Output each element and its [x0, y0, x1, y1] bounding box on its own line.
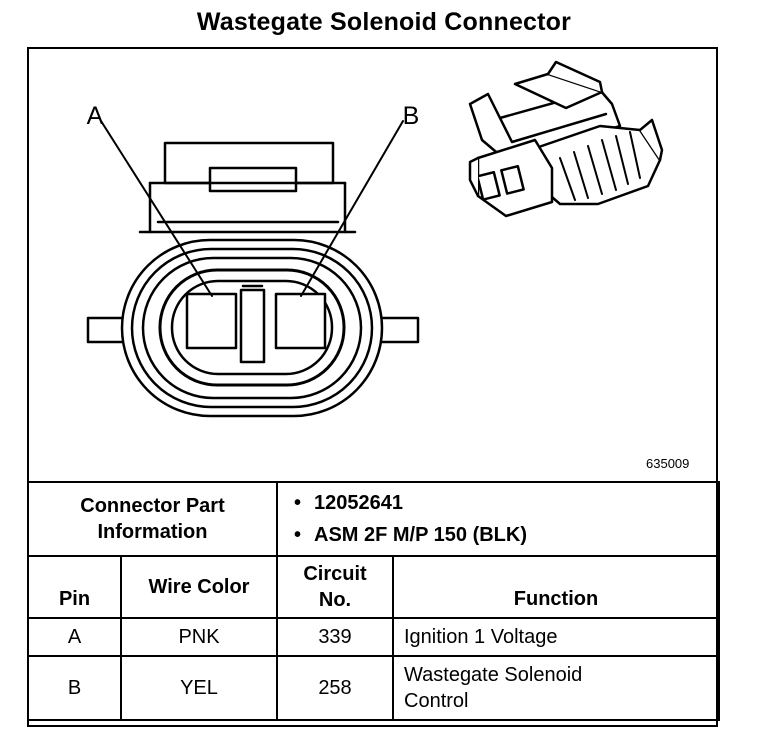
- part-info-values: • 12052641 • ASM 2F M/P 150 (BLK): [276, 481, 720, 557]
- pin-b-label: B: [403, 102, 420, 130]
- diagram-frame: [27, 47, 718, 727]
- part-description-line: • ASM 2F M/P 150 (BLK): [294, 519, 718, 551]
- header-pin: Pin: [27, 555, 122, 619]
- connector-latch-housing: [138, 141, 357, 234]
- function-cell: Wastegate Solenoid Control: [392, 655, 720, 721]
- table-row: B YEL 258 Wastegate Solenoid Control: [27, 655, 720, 721]
- header-function: Function: [392, 555, 720, 619]
- header-circuit: Circuit No.: [276, 555, 394, 619]
- connector-isometric-view: [468, 60, 664, 218]
- table-header-row: Pin Wire Color Circuit No. Function: [27, 555, 720, 619]
- page-title: Wastegate Solenoid Connector: [196, 8, 572, 36]
- pin-cell: B: [27, 655, 122, 721]
- figure-number: 635009: [646, 456, 690, 471]
- pin-b-leader: [300, 120, 404, 297]
- table-row: A PNK 339 Ignition 1 Voltage: [27, 617, 720, 657]
- pin-cell: A: [27, 617, 122, 657]
- header-wire-color: Wire Color: [120, 555, 278, 619]
- part-info-label-text: Connector Part Information: [80, 495, 225, 543]
- connector-right-tab: [378, 316, 420, 344]
- pin-a-leader: [100, 120, 213, 297]
- center-key: [239, 288, 266, 364]
- pin-a-cavity: [185, 292, 238, 350]
- part-number-line: • 12052641: [294, 487, 718, 519]
- circuit-cell: 258: [276, 655, 394, 721]
- connector-info-table: Connector Part Information • 12052641 • AS…: [27, 481, 720, 721]
- part-description: ASM 2F M/P 150 (BLK): [314, 524, 527, 546]
- part-number: 12052641: [314, 492, 403, 514]
- part-info-row: Connector Part Information • 12052641 • AS…: [27, 481, 720, 557]
- connector-left-tab: [86, 316, 128, 344]
- wire-color-cell: YEL: [120, 655, 278, 721]
- part-info-label: Connector Part Information: [27, 481, 278, 557]
- wire-color-cell: PNK: [120, 617, 278, 657]
- pin-a-label: A: [87, 102, 104, 130]
- header-circuit-text: Circuit No.: [303, 563, 367, 611]
- function-cell: Ignition 1 Voltage: [392, 617, 720, 657]
- pin-b-cavity: [274, 292, 327, 350]
- bullet-icon: •: [294, 524, 302, 546]
- circuit-cell: 339: [276, 617, 394, 657]
- bullet-icon: •: [294, 492, 302, 514]
- function-cell-text: Wastegate Solenoid Control: [404, 664, 583, 712]
- connector-diagram: A B: [86, 60, 664, 418]
